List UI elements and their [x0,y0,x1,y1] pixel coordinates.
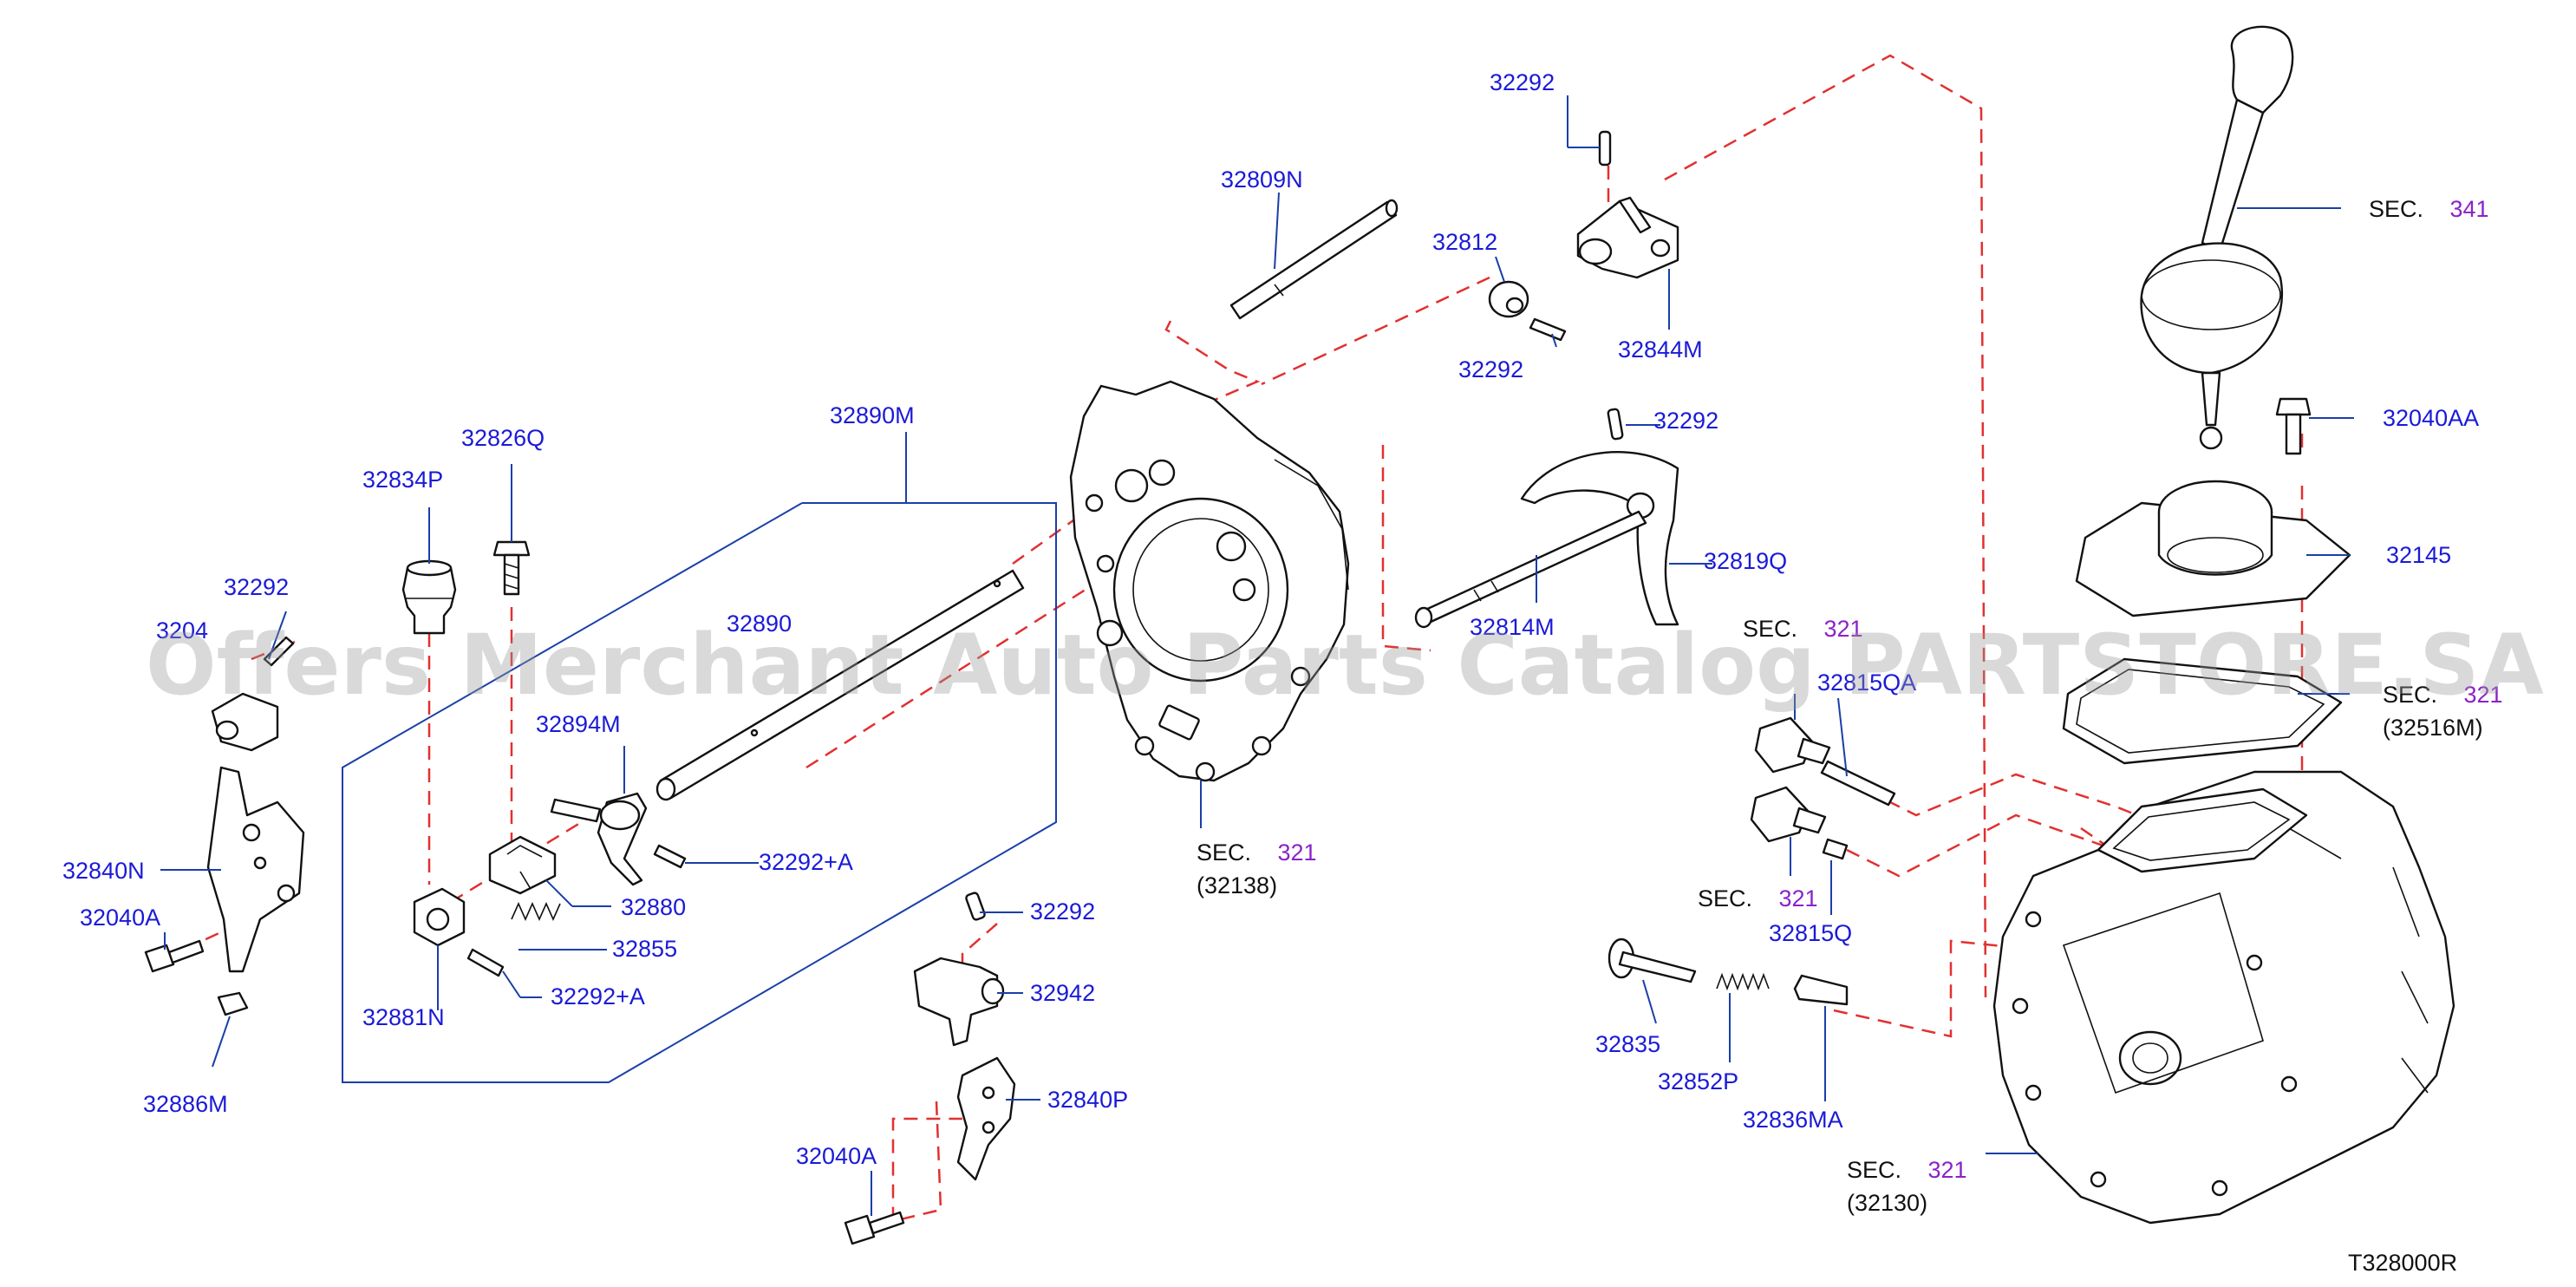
dash-fork-top [1261,276,1490,386]
part-shift-fork-32819Q[interactable] [1520,451,1679,626]
part-transmission-case-32130[interactable] [1992,770,2455,1225]
part-pin-32292A-a[interactable] [653,844,687,869]
part-pin-32815Q[interactable] [1822,838,1849,860]
label-32834P[interactable]: 32834P [362,467,443,493]
label-32809N[interactable]: 32809N [1221,167,1303,193]
part-shifter-341[interactable] [2140,25,2294,450]
label-32835[interactable]: 32835 [1595,1031,1660,1057]
drawing-number: T328000R [2348,1250,2457,1276]
label-32814M[interactable]: 32814M [1470,614,1555,640]
part-pin-32292-left[interactable] [263,636,295,667]
section-321-adapter-sub: (32138) [1197,872,1277,898]
part-base-plate-32145[interactable] [2075,480,2351,617]
label-32894M[interactable]: 32894M [536,711,621,737]
dash-switch-top [1846,773,2160,826]
section-341[interactable]: SEC. 341 [2369,196,2489,222]
label-32855[interactable]: 32855 [612,936,677,962]
label-32815Q[interactable]: 32815Q [1769,920,1852,946]
label-32040A-left[interactable]: 32040A [80,905,160,931]
label-32836MA[interactable]: 32836MA [1743,1107,1843,1133]
dash-32840P [891,1101,962,1223]
part-pin-32292-b[interactable] [1529,317,1567,342]
part-gasket-32516M[interactable] [2062,657,2343,765]
part-switch-top[interactable] [1754,716,1831,774]
part-bracket-32881N[interactable] [413,887,466,947]
part-pin-32292A-b[interactable] [466,948,505,977]
section-321-switch-top[interactable]: SEC. 321 [1743,616,1863,642]
part-detent-spring-32852P[interactable] [1716,972,1770,991]
label-32815QA[interactable]: 32815QA [1817,670,1916,696]
label-32292-b[interactable]: 32292 [1458,356,1523,382]
part-lever-32840P[interactable] [956,1056,1016,1181]
label-32040A-bottom[interactable]: 32040A [796,1143,877,1169]
label-32145[interactable]: 32145 [2386,542,2451,568]
part-pin-32292-top[interactable] [1598,130,1612,167]
section-references: SEC. 341 SEC. 321 SEC. 321 SEC. 321 SEC.… [1197,196,2503,1216]
label-32886M[interactable]: 32886M [143,1091,228,1117]
dash-adapter-right [1381,445,1431,652]
dash-shaft-adapter [1164,320,1261,409]
label-32516M[interactable]: (32516M) [2383,715,2483,741]
group-outline-32890M [342,502,1057,1083]
dash-switch-bottom [1846,813,2116,878]
part-pin-32292-c[interactable] [1607,408,1624,441]
label-32840N[interactable]: 32840N [62,858,145,884]
label-32292-top[interactable]: 32292 [1490,69,1555,95]
part-detent-ball-32836MA[interactable] [1793,974,1849,1006]
part-bolt-32826Q[interactable] [492,540,531,596]
part-shift-lever-32844M[interactable] [1576,196,1679,279]
label-32840P[interactable]: 32840P [1047,1087,1128,1113]
label-32881N[interactable]: 32881N [362,1004,445,1030]
part-switch-bottom[interactable] [1750,786,1827,843]
label-32292-c[interactable]: 32292 [1653,408,1718,434]
section-321-case[interactable]: SEC. 321 [1847,1157,1967,1183]
label-32890[interactable]: 32890 [727,611,792,637]
part-bracket-3204x[interactable] [211,692,279,752]
label-32292A-b[interactable]: 32292+A [551,983,645,1009]
part-plug-32834P[interactable] [401,559,457,635]
label-32292A-a[interactable]: 32292+A [759,849,853,875]
part-block-32886M[interactable] [217,991,249,1016]
label-32890M[interactable]: 32890M [830,402,915,428]
leader-lines [160,95,2354,1216]
part-adapter-plate-32138[interactable] [1069,380,1350,782]
part-shift-rod-32809N[interactable] [1229,199,1399,320]
watermark: Offers Merchant Auto Parts Catalog PARTS… [146,617,2544,714]
part-lever-32894M[interactable] [550,792,648,886]
part-detent-plug-32835[interactable] [1608,937,1697,983]
label-32812[interactable]: 32812 [1432,229,1497,255]
part-labels: 32809N 32292 32812 32292 32844M 32890M 3… [62,69,2483,1169]
label-32844M[interactable]: 32844M [1618,336,1703,363]
label-32040AA[interactable]: 32040AA [2383,405,2479,431]
section-321-gasket[interactable]: SEC. 321 [2383,682,2503,708]
dash-detent [1833,939,2038,1038]
label-32292-d[interactable]: 32292 [224,574,289,600]
section-321-case-sub: (32130) [1847,1190,1927,1216]
label-32880[interactable]: 32880 [621,894,686,920]
label-32292-e[interactable]: 32292 [1030,898,1095,924]
part-shaft-32890[interactable] [655,569,1025,801]
label-3204x[interactable]: 3204 [156,617,208,644]
part-collar-32812[interactable] [1488,280,1529,318]
part-fork-rod-32814M[interactable] [1414,510,1647,629]
part-bolt-32040A-left[interactable] [144,939,205,973]
part-spring-32855[interactable] [511,902,561,921]
part-interlock-32880[interactable] [488,835,557,895]
part-lever-32840N[interactable] [206,766,305,973]
label-32852P[interactable]: 32852P [1658,1068,1738,1094]
part-bolt-32040A-bottom[interactable] [844,1211,905,1245]
label-32942[interactable]: 32942 [1030,980,1095,1006]
label-32819Q[interactable]: 32819Q [1704,548,1787,574]
part-pin-32292-e[interactable] [965,892,986,921]
section-321-adapter[interactable]: SEC. 321 [1197,839,1317,866]
label-32826Q[interactable]: 32826Q [461,425,545,451]
part-rod-32815QA[interactable] [1820,760,1896,807]
part-bolt-32040AA[interactable] [2275,397,2312,455]
part-lever-32942[interactable] [913,957,1005,1047]
section-321-switch-bottom[interactable]: SEC. 321 [1698,885,1818,911]
